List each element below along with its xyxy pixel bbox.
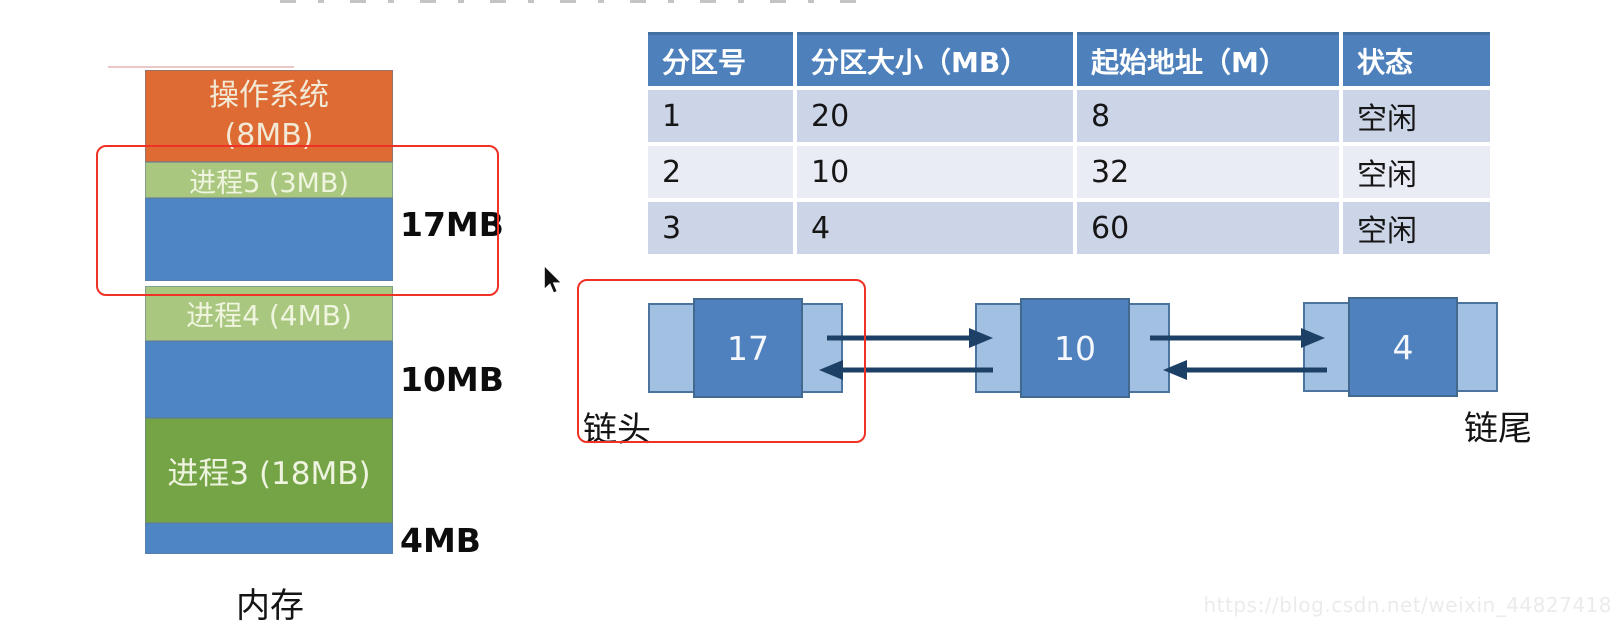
os-label-line1: 操作系统: [209, 78, 329, 113]
row2-status: 空闲: [1343, 146, 1490, 198]
partition-table: 分区号 分区大小（MB） 起始地址（M） 状态 1 20 8 空闲 2 10 3…: [648, 32, 1490, 254]
header-start-address: 起始地址（M）: [1077, 32, 1339, 86]
process4-label: 进程4 (4MB): [186, 298, 352, 332]
process5-label: 进程5 (3MB): [189, 167, 349, 199]
free-list-node-4: 4: [1303, 297, 1498, 397]
row2-partition-no: 2: [648, 146, 793, 198]
red-annotation-box-chain-head: [577, 279, 866, 443]
size-label-4mb: 4MB: [400, 521, 481, 560]
row2-start-address: 32: [1077, 146, 1339, 198]
row3-status: 空闲: [1343, 202, 1490, 254]
row3-partition-size: 4: [797, 202, 1073, 254]
size-label-17mb: 17MB: [400, 205, 504, 244]
memory-block-process5: 进程5 (3MB): [145, 162, 393, 199]
free-list-node-10: 10: [975, 298, 1170, 398]
header-status: 状态: [1343, 32, 1490, 86]
node-4-size-cell: 4: [1348, 297, 1458, 397]
row1-partition-no: 1: [648, 90, 793, 142]
cursor-arrow-shape: [543, 264, 565, 295]
row1-status: 空闲: [1343, 90, 1490, 142]
watermark-url: https://blog.csdn.net/weixin_44827418: [1203, 593, 1612, 617]
cropped-text-remnants: [280, 0, 860, 3]
faded-annotation-line: [108, 66, 294, 68]
memory-block-process3: 进程3 (18MB): [145, 418, 393, 523]
node-17-size-cell: 17: [693, 298, 803, 398]
chain-tail-label: 链尾: [1464, 409, 1532, 449]
header-partition-size: 分区大小（MB）: [797, 32, 1073, 86]
row2-partition-size: 10: [797, 146, 1073, 198]
memory-caption: 内存: [236, 586, 304, 622]
size-label-10mb: 10MB: [400, 360, 504, 399]
row1-partition-size: 20: [797, 90, 1073, 142]
row3-start-address: 60: [1077, 202, 1339, 254]
cursor-icon: [543, 264, 565, 295]
red-annotation-box-memory: [96, 145, 499, 296]
memory-free-block-10mb: [145, 341, 393, 418]
chain-head-label: 链头: [583, 410, 651, 450]
row1-start-address: 8: [1077, 90, 1339, 142]
row3-partition-no: 3: [648, 202, 793, 254]
header-partition-no: 分区号: [648, 32, 793, 86]
free-list-node-17: 17: [648, 298, 843, 398]
memory-free-block-4mb: [145, 523, 393, 554]
memory-free-block-17mb: [145, 198, 393, 281]
process3-label: 进程3 (18MB): [167, 456, 371, 492]
os-label-line2: (8MB): [224, 118, 314, 153]
node-10-size-cell: 10: [1020, 298, 1130, 398]
